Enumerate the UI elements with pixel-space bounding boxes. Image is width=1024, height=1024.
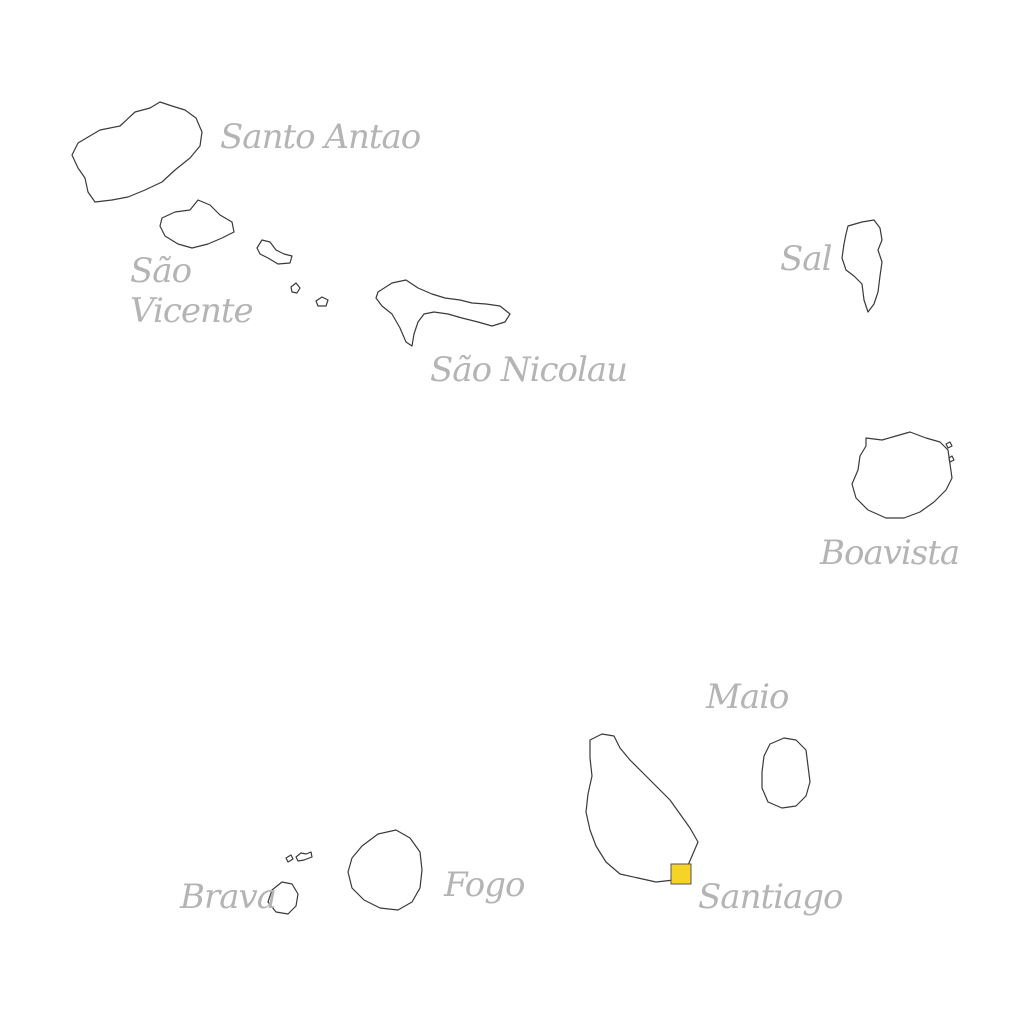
label-santo-antao: Santo Antao xyxy=(220,117,421,157)
label-sao-vicente-line2: Vicente xyxy=(130,291,253,331)
islet-secos-2[interactable] xyxy=(295,851,313,862)
islet-raso[interactable] xyxy=(315,296,329,307)
label-fogo: Fogo xyxy=(443,865,525,905)
island-santiago[interactable] xyxy=(585,733,699,883)
island-santa-luzia[interactable] xyxy=(256,239,293,265)
label-boavista: Boavista xyxy=(819,533,959,573)
location-marker[interactable] xyxy=(670,863,692,885)
label-sal: Sal xyxy=(780,239,832,279)
island-sao-nicolau[interactable] xyxy=(375,279,511,347)
label-santiago: Santiago xyxy=(698,877,843,917)
island-brava[interactable] xyxy=(267,881,299,915)
island-sao-vicente[interactable] xyxy=(159,199,235,249)
island-santo-antao[interactable] xyxy=(71,101,203,203)
island-sal[interactable] xyxy=(841,219,883,313)
island-maio[interactable] xyxy=(761,737,811,809)
islet-boavista-1[interactable] xyxy=(945,441,953,449)
label-brava: Brava xyxy=(179,877,276,917)
label-sao-vicente-line1: São xyxy=(130,251,192,291)
islet-branco[interactable] xyxy=(290,282,301,294)
islet-boavista-2[interactable] xyxy=(948,455,955,463)
label-maio: Maio xyxy=(705,677,789,717)
island-fogo[interactable] xyxy=(347,829,423,911)
island-boavista[interactable] xyxy=(851,431,953,519)
label-sao-nicolau: São Nicolau xyxy=(430,350,627,390)
islet-secos-1[interactable] xyxy=(285,854,294,863)
